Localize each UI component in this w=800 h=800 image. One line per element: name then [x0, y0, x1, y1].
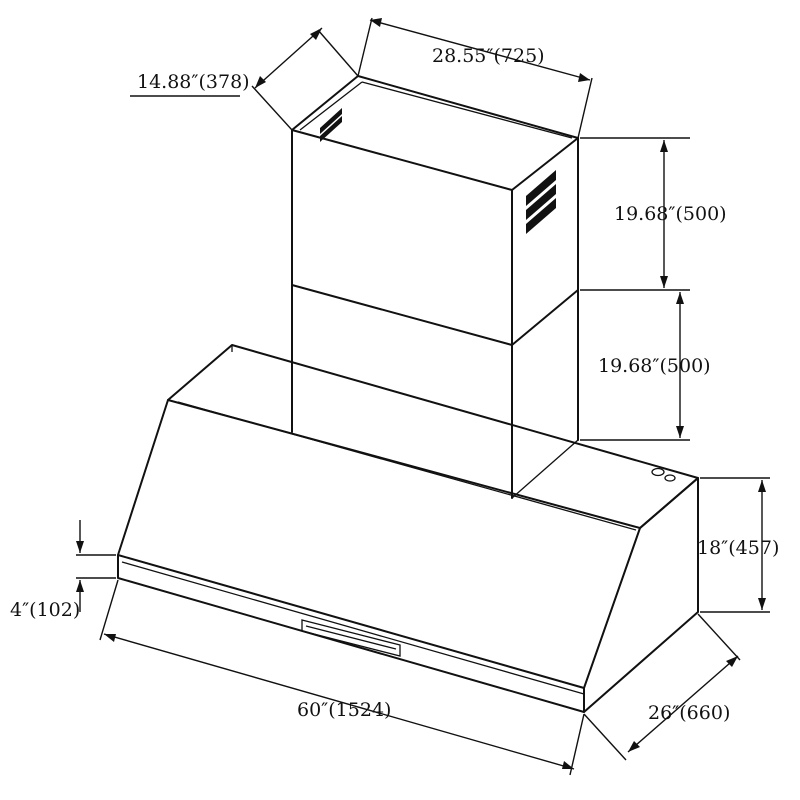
side-front-edge	[583, 527, 641, 689]
upper-chimney-rim-back	[361, 81, 573, 139]
upper-chimney-top	[291, 75, 579, 191]
label-chimney-depth: 14.88″(378)	[137, 71, 250, 93]
deck-inner-edge	[177, 401, 637, 531]
label-front-lip-height: 4″(102)	[10, 599, 80, 621]
label-hood-depth: 26″(660)	[648, 702, 730, 724]
lower-chimney	[291, 284, 579, 499]
arrowheads	[76, 18, 766, 769]
lower-chimney-base	[511, 439, 579, 499]
vent-slots-left	[320, 108, 342, 142]
hood-front-lip	[117, 554, 585, 713]
dimension-lines	[76, 17, 770, 776]
label-hood-height: 18″(457)	[697, 537, 779, 559]
lip-inner-edge	[121, 561, 585, 695]
upper-chimney	[291, 75, 579, 346]
lower-chimney-outline	[291, 284, 579, 441]
hood-body	[117, 344, 699, 713]
label-upper-chimney-height: 19.68″(500)	[614, 203, 727, 225]
label-hood-width: 60″(1524)	[297, 699, 391, 721]
label-chimney-width: 28.55″(725)	[432, 45, 545, 67]
hood-side-face	[583, 477, 699, 713]
vent-slots-right	[526, 170, 556, 234]
deck-back-edge	[167, 387, 183, 401]
label-lower-chimney-height: 19.68″(500)	[598, 355, 711, 377]
top-control-knobs	[651, 467, 676, 482]
upper-chimney-rim-left	[299, 81, 363, 131]
control-panel	[301, 619, 401, 657]
